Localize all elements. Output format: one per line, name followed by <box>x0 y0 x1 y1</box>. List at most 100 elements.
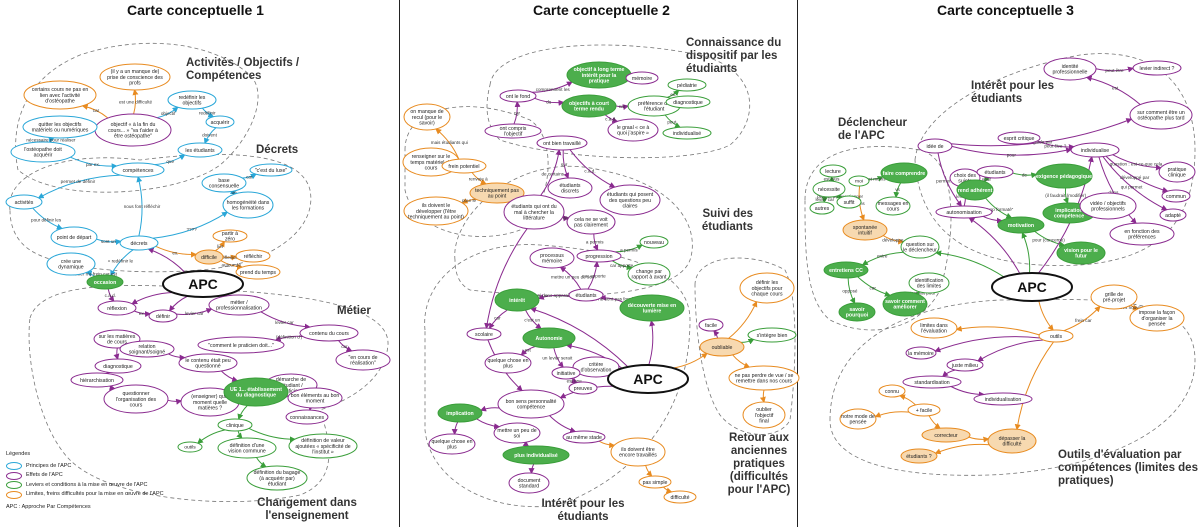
concept-node-b47: oubliable <box>699 337 745 357</box>
link-label: mais étudiants qui <box>431 140 468 145</box>
concept-link <box>70 156 118 170</box>
link-label: car apporte <box>610 263 634 268</box>
link-label: levier car <box>185 311 204 316</box>
link-label: est une difficulté <box>119 100 153 105</box>
concept-link <box>587 261 600 290</box>
link-label: « redéfinir le <box>108 259 134 264</box>
concept-link <box>937 152 963 207</box>
link-label: ai donc apparaît <box>537 293 571 298</box>
concept-node-d14: faire comprendre <box>880 162 928 184</box>
concept-link <box>242 173 257 180</box>
concept-link <box>480 405 500 412</box>
concept-link <box>525 309 542 330</box>
link-label: (il faudrait (modifier) <box>1045 193 1086 198</box>
region-suivi: Suivi des étudiants <box>701 208 753 233</box>
concept-link <box>136 176 143 237</box>
concept-link <box>520 346 536 356</box>
concept-node-label: pédiatrie <box>677 83 697 89</box>
concept-node-label: acquérir <box>211 120 230 126</box>
link-label: comprennent les <box>536 87 571 92</box>
concept-node-label: idée de <box>926 144 943 150</box>
concept-node-b7: diagnostique <box>665 95 711 109</box>
concept-link <box>131 292 173 305</box>
concept-link <box>740 338 755 345</box>
concept-node-label: oubliable <box>712 345 733 351</box>
link-label: permet de définir <box>61 179 96 184</box>
concept-link <box>615 104 629 111</box>
concept-node-label: s'intègre bien <box>757 333 788 339</box>
concept-link <box>569 149 616 188</box>
link-label: question : est-ce-que cela <box>1110 162 1163 167</box>
concept-link <box>861 251 904 266</box>
concept-link <box>488 309 508 330</box>
concept-link <box>168 295 189 312</box>
concept-link <box>1098 156 1137 224</box>
concept-node-label: pas simple <box>643 480 668 486</box>
link-label: est une <box>567 378 583 383</box>
concept-link <box>537 294 570 300</box>
concept-node-label: scolaire <box>475 332 493 338</box>
concept-link <box>237 405 248 421</box>
concept-link <box>604 114 619 124</box>
region-outline <box>829 299 1196 476</box>
concept-node-label: + facile <box>916 408 933 414</box>
link-label: car c'est fait pour <box>901 290 936 295</box>
concept-link <box>152 211 229 239</box>
concept-node-b32: initiative <box>551 366 581 380</box>
link-label: car apporte <box>582 274 606 279</box>
concept-link <box>274 335 304 342</box>
concept-link <box>134 310 151 318</box>
concept-link <box>201 107 215 118</box>
link-label: entre <box>877 254 888 259</box>
concept-node-label: hiérarchisation <box>80 378 114 384</box>
concept-link <box>1014 341 1054 431</box>
concept-node-d29: entretiens CC <box>823 261 869 279</box>
concept-node-label: commun <box>1166 194 1186 200</box>
concept-node-label: individualisation <box>985 397 1022 403</box>
concept-node-d41: connu <box>878 384 906 398</box>
link-label: vs <box>895 187 900 192</box>
legend-swatch <box>6 490 22 499</box>
concept-link <box>154 154 186 166</box>
concept-link <box>732 354 751 368</box>
concept-node-d44: correcteur <box>921 427 971 443</box>
link-label: ex. <box>172 250 178 255</box>
concept-node-label: diagnostique <box>673 100 703 106</box>
region-declencheur: Déclencheur de l'APC <box>838 117 908 142</box>
concept-node-d23: autonomisation <box>935 205 993 219</box>
concept-link <box>1038 300 1054 331</box>
concept-node-label: étudiants <box>575 293 596 299</box>
separator-2 <box>797 0 798 527</box>
link-label: levier car <box>275 320 294 325</box>
concept-link <box>847 277 856 304</box>
concept-node-a21: prend du temps <box>235 264 281 280</box>
region-outline <box>914 53 1196 266</box>
concept-link <box>1037 140 1075 151</box>
concept-node-label: difficile <box>201 255 217 261</box>
concept-node-label: suffit <box>844 200 855 206</box>
concept-node-label: correcteur <box>934 433 958 439</box>
